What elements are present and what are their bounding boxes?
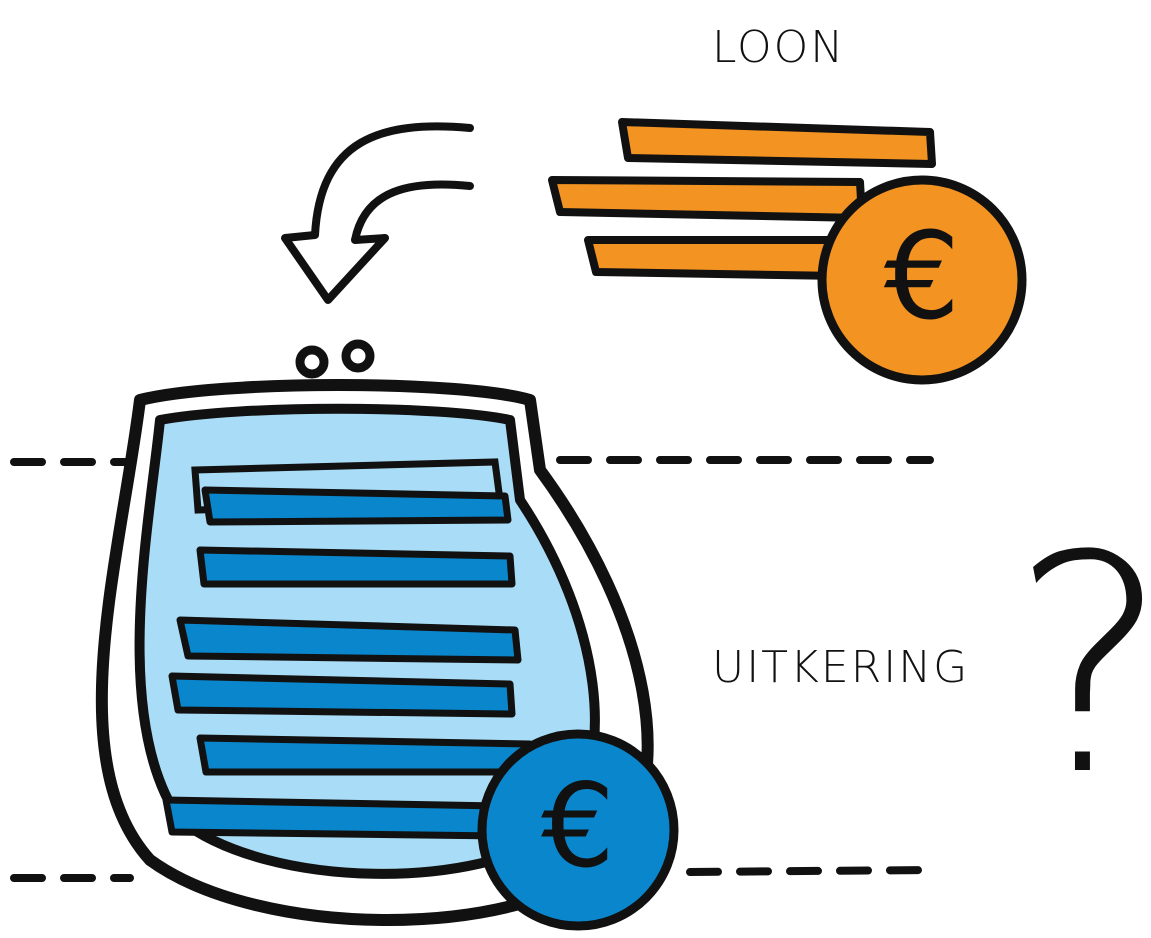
blue-euro-coin: € xyxy=(482,734,674,926)
euro-symbol: € xyxy=(541,759,615,894)
question-mark: ? xyxy=(1010,492,1151,841)
orange-euro-coin: € xyxy=(822,180,1022,380)
loon-label: LOON xyxy=(712,22,845,73)
euro-symbol: € xyxy=(884,208,960,347)
curved-arrow-icon xyxy=(285,126,470,300)
uitkering-label: UITKERING xyxy=(712,642,969,693)
